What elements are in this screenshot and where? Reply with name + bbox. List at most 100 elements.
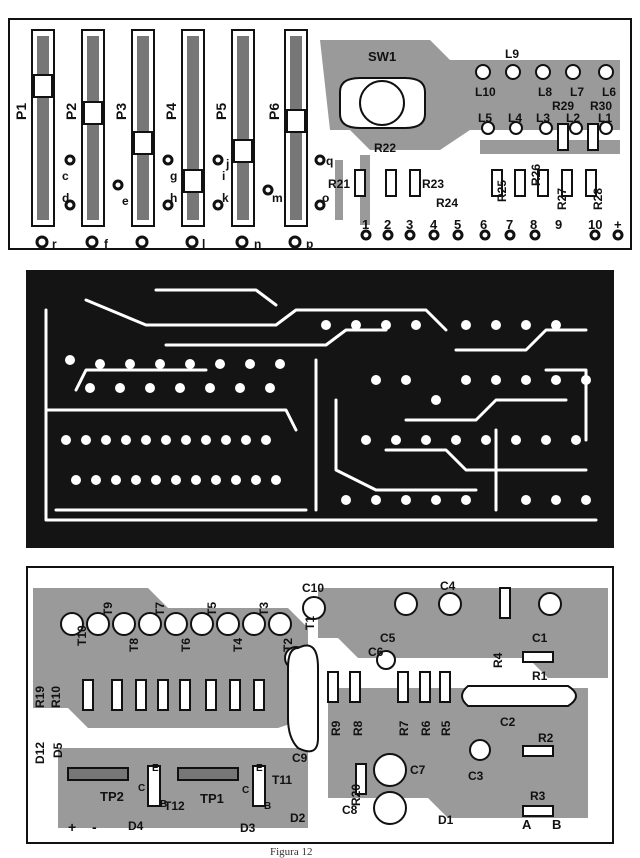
pad-letter-l: l <box>202 237 206 250</box>
resistor-label-r10: R10 <box>49 685 63 708</box>
terminal-4: 4 <box>430 217 438 232</box>
terminal-3: 3 <box>406 217 414 232</box>
transistor-label-t11: T11 <box>272 773 293 787</box>
resistor-label-r25: R25 <box>495 179 509 202</box>
resistor-label-r1: R1 <box>532 669 548 683</box>
terminal-2: 2 <box>384 217 392 232</box>
capacitor-label-c8: C8 <box>342 803 358 817</box>
resistor-label-r22: R22 <box>374 141 397 155</box>
slider-label-p1: P1 <box>13 102 29 120</box>
pad-letter-m: m <box>272 191 283 205</box>
pad-letter-c: c <box>62 169 69 183</box>
pad-letter-d: d <box>62 191 70 205</box>
figure-caption: Figura 12 <box>270 846 313 858</box>
terminal-b: B <box>552 817 562 832</box>
terminal-7: 7 <box>506 217 514 232</box>
switch-label: SW1 <box>368 49 397 64</box>
transistor-label-t8: T8 <box>127 637 141 652</box>
diode-label-d1: D1 <box>438 813 454 827</box>
led-label-l2: L2 <box>566 111 581 125</box>
terminal-10: 10 <box>588 217 603 232</box>
diode-label-d3: D3 <box>240 821 256 835</box>
resistor-label-r2: R2 <box>538 731 554 745</box>
terminal-plus-bottom: + <box>68 819 77 835</box>
capacitor-label-c3: C3 <box>468 769 484 783</box>
resistor-label-r4: R4 <box>491 652 505 668</box>
terminal-plus: + <box>614 217 622 232</box>
capacitor-label-c6: C6 <box>368 645 384 659</box>
resistor-label-r28: R28 <box>591 187 605 210</box>
top-board-traces <box>31 29 624 248</box>
resistor-label-r9: R9 <box>329 720 343 736</box>
resistor-label-r23: R23 <box>422 177 445 191</box>
pad-letter-n: n <box>254 237 262 250</box>
terminal-a: A <box>522 817 532 832</box>
pin-label-c-2: C <box>242 785 250 796</box>
pad-letter-h: h <box>170 191 178 205</box>
resistor-label-r6: R6 <box>419 720 433 736</box>
resistor-label-r19: R19 <box>33 685 47 708</box>
transistor-label-t1: T1 <box>303 615 317 630</box>
pad-letter-f: f <box>104 237 108 250</box>
switch-sw1 <box>339 77 426 129</box>
transistor-label-t4: T4 <box>231 637 245 652</box>
pad-letter-e: e <box>122 194 129 208</box>
led-label-l6: L6 <box>602 85 617 99</box>
pad-letter-i: i <box>222 169 226 183</box>
resistor-label-r24: R24 <box>436 196 459 210</box>
diode-label-d5: D5 <box>51 742 65 758</box>
resistor-label-r3: R3 <box>530 789 546 803</box>
pad-letter-p: p <box>306 237 314 250</box>
capacitor-label-c2: C2 <box>500 715 516 729</box>
trimmer-label-tp1: TP1 <box>200 791 224 806</box>
slider-label-p5: P5 <box>213 102 229 120</box>
led-label-l1: L1 <box>598 111 613 125</box>
terminal-6: 6 <box>480 217 488 232</box>
resistor-label-r8: R8 <box>351 720 365 736</box>
bottom-component-board: T10 T9 T8 T7 T6 T5 T4 T3 T2 T1 R19 R10 R… <box>26 566 614 844</box>
led-label-l7: L7 <box>570 85 585 99</box>
pad-letter-k: k <box>222 191 229 205</box>
terminal-8: 8 <box>530 217 538 232</box>
pin-label-e-2: E <box>256 763 263 774</box>
slider-label-p4: P4 <box>163 102 179 120</box>
resistor-label-r27: R27 <box>555 187 569 210</box>
led-label-l8: L8 <box>538 85 553 99</box>
pin-label-e-1: E <box>152 763 159 774</box>
resistor-label-r26: R26 <box>529 163 543 186</box>
diode-label-d4: D4 <box>128 819 144 833</box>
transistor-label-t10: T10 <box>75 625 89 646</box>
slider-label-p6: P6 <box>266 102 282 120</box>
transistor-label-t2: T2 <box>281 637 295 652</box>
bottom-board-traces <box>33 587 608 828</box>
led-label-l5: L5 <box>478 111 493 125</box>
pad-letter-o: o <box>322 191 330 205</box>
transistor-label-t12: T12 <box>164 799 185 813</box>
resistor-label-r30: R30 <box>590 99 613 113</box>
capacitor-label-c1: C1 <box>532 631 548 645</box>
pad-letter-r: r <box>52 237 57 250</box>
copper-traces <box>44 288 598 522</box>
led-label-l3: L3 <box>536 111 551 125</box>
transistor-label-t6: T6 <box>179 637 193 652</box>
top-component-board: P1 P2 P3 P4 P5 P6 SW1 L9 L10 L8 L7 L6 L5… <box>8 18 632 250</box>
pin-label-b-2: B <box>264 801 272 812</box>
terminal-9: 9 <box>555 217 563 232</box>
capacitor-label-c7: C7 <box>410 763 426 777</box>
diode-label-d2: D2 <box>290 811 306 825</box>
led-label-l9: L9 <box>505 47 520 61</box>
transistor-label-t7: T7 <box>153 601 167 616</box>
capacitor-label-c10: C10 <box>302 581 325 595</box>
slider-label-p2: P2 <box>63 102 79 120</box>
capacitor-label-c5: C5 <box>380 631 396 645</box>
pad-letter-j: j <box>226 157 230 171</box>
resistor-label-r29: R29 <box>552 99 575 113</box>
resistor-label-r5: R5 <box>439 720 453 736</box>
terminal-5: 5 <box>454 217 462 232</box>
pin-label-b-1: B <box>160 799 168 810</box>
copper-trace-board <box>26 270 614 548</box>
slider-label-p3: P3 <box>113 102 129 120</box>
resistor-label-r7: R7 <box>397 720 411 736</box>
led-label-l10: L10 <box>475 85 496 99</box>
pad-letter-g: g <box>170 169 178 183</box>
